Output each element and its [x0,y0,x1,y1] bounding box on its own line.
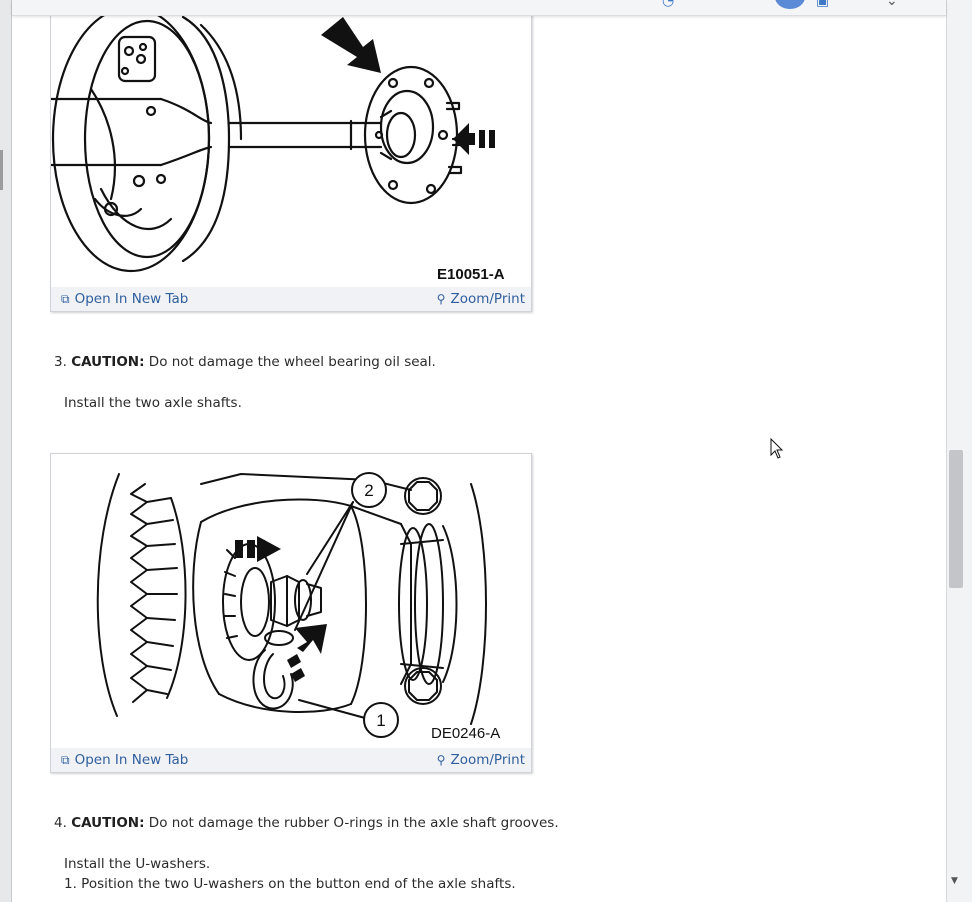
panel-edge-marker [0,150,3,190]
zoom-print-label: Zoom/Print [450,291,525,307]
avatar[interactable] [775,0,805,9]
zoom-print-link[interactable]: ⚲ Zoom/Print [437,291,525,307]
step-3-instruction: Install the two axle shafts. [64,395,242,411]
zoom-print-label: Zoom/Print [450,752,525,768]
axle-shaft-removal-illustration: E10051-A [51,5,505,283]
caution-text: Do not damage the wheel bearing oil seal… [148,354,436,370]
open-in-new-tab-label: Open In New Tab [74,291,189,307]
step-4-caution: 4. CAUTION: Do not damage the rubber O-r… [54,815,559,831]
figure-actions-bar: ⧉ Open In New Tab ⚲ Zoom/Print [51,287,531,311]
differential-axle-illustration: 2 1 DE0246-A [96,472,500,742]
step-number: 4. [54,815,67,831]
callout-1: 1 [376,711,385,730]
service-manual-content: E10051-A ⧉ Open In New Tab ⚲ Zoom/Print … [12,0,946,902]
zoom-icon: ⚲ [436,292,446,306]
figure-de0246: 2 1 DE0246-A ⧉ Open In New Tab ⚲ Zoom/Pr… [50,453,532,773]
caution-label: CAUTION: [71,815,145,831]
open-new-tab-icon: ⧉ [61,291,70,306]
step-number: 3. [54,354,67,370]
caution-text: Do not damage the rubber O-rings in the … [148,815,559,831]
figure-code: E10051-A [437,266,505,283]
figure-e10051: E10051-A ⧉ Open In New Tab ⚲ Zoom/Print [50,0,532,312]
caution-label: CAUTION: [71,354,145,370]
step-4-substep-1: 1. Position the two U-washers on the but… [64,876,516,892]
scrollbar-thumb[interactable] [949,450,963,588]
top-toolbar: ◔ ▣ ⌄ [12,0,946,16]
step-4-instruction: Install the U-washers. [64,856,211,872]
step-3-caution: 3. CAUTION: Do not damage the wheel bear… [54,354,436,370]
figure-code: DE0246-A [431,725,500,742]
add-tab-icon[interactable]: ▣ [816,0,830,9]
callout-2: 2 [364,481,373,500]
scroll-down-arrow-icon[interactable]: ▼ [951,876,958,886]
open-in-new-tab-link[interactable]: ⧉ Open In New Tab [61,752,188,768]
open-in-new-tab-link[interactable]: ⧉ Open In New Tab [61,291,188,307]
open-new-tab-icon: ⧉ [61,752,70,767]
left-panel-edge [0,0,12,902]
mouse-cursor-icon [770,438,784,459]
zoom-icon: ⚲ [436,753,446,767]
open-in-new-tab-label: Open In New Tab [74,752,189,768]
zoom-print-link[interactable]: ⚲ Zoom/Print [437,752,525,768]
comment-icon[interactable]: ◔ [662,0,675,9]
more-icon[interactable]: ⌄ [886,0,898,9]
figure-actions-bar: ⧉ Open In New Tab ⚲ Zoom/Print [51,748,531,772]
